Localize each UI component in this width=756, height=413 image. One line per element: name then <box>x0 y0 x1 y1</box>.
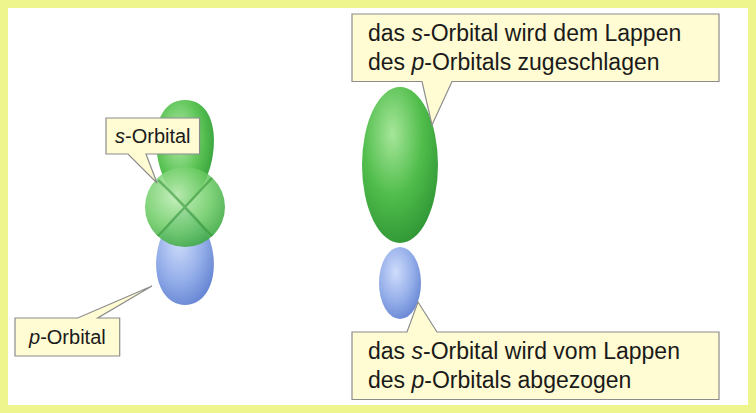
callout-shape <box>352 302 719 400</box>
italic-letter: s <box>411 338 423 364</box>
callout-box: s-Orbital <box>106 118 200 154</box>
text-run: -Orbital <box>125 125 191 147</box>
italic-letter: s <box>115 125 125 147</box>
s-orbital-sphere <box>145 167 225 247</box>
text-run: -Orbitals abgezogen <box>424 367 631 393</box>
callout-box: das s-Orbital wird dem Lappen des p-Orbi… <box>352 14 719 82</box>
italic-letter: p <box>411 367 424 393</box>
callout-text: s-Orbital <box>115 123 191 149</box>
text-run: das <box>368 338 411 364</box>
hybrid-lobe-large <box>362 87 438 243</box>
callout-box: p-Orbital <box>15 318 120 356</box>
callout-text: das s-Orbital wird dem Lappen des p-Orbi… <box>368 19 703 77</box>
callout-box: das s-Orbital wird vom Lappen des p-Orbi… <box>352 332 719 400</box>
italic-letter: p <box>411 49 424 75</box>
italic-letter: p <box>29 326 40 348</box>
nodal-shading <box>158 178 212 236</box>
hybrid-lobe-small <box>379 247 421 319</box>
callout-shape <box>15 286 152 356</box>
callout-shape <box>106 118 200 183</box>
callout-shape <box>352 14 719 125</box>
callout-text: das s-Orbital wird vom Lappen des p-Orbi… <box>368 337 703 395</box>
callout-text: p-Orbital <box>29 324 106 350</box>
text-run: -Orbitals zugeschlagen <box>424 49 659 75</box>
italic-letter: s <box>411 20 423 46</box>
text-run: -Orbital <box>40 326 106 348</box>
text-run: das <box>368 20 411 46</box>
